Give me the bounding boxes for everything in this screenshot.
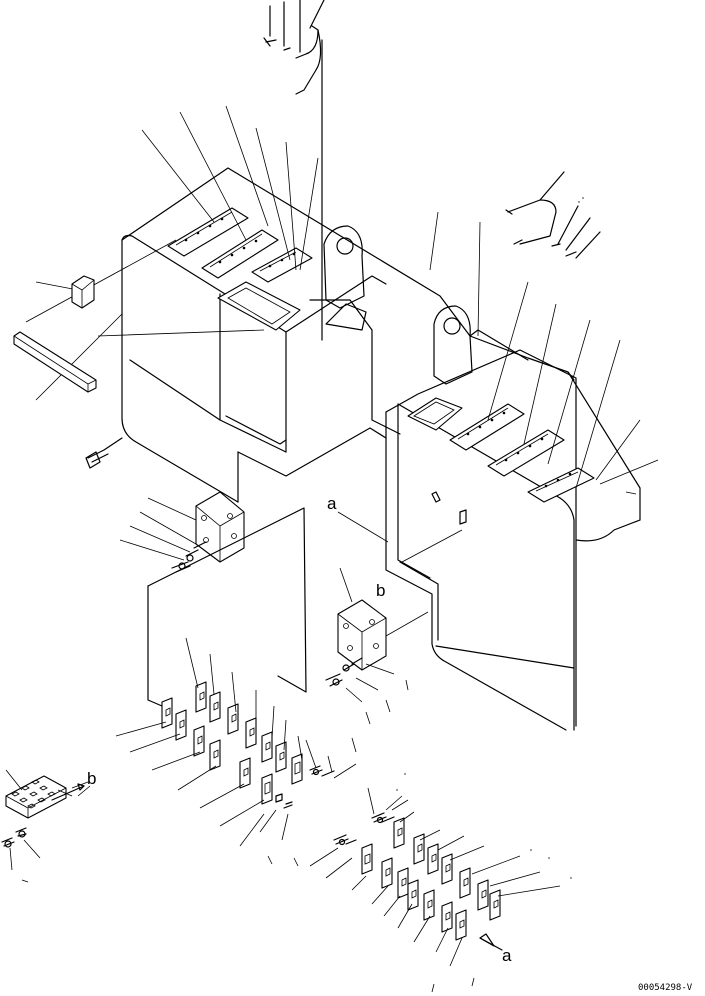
callout-b-left: b: [87, 769, 96, 788]
loose-parts-left: [13, 275, 123, 469]
clip-brackets-right: [309, 773, 572, 993]
counterweight-body: [121, 167, 641, 731]
top-hardware: [263, 0, 601, 341]
drawing-code: 00054298-V: [638, 983, 693, 993]
callout-b-mid: b: [376, 581, 385, 600]
callout-a-upper: a: [327, 494, 337, 513]
callout-a-lower: a: [502, 946, 512, 965]
detail-outline: [147, 507, 307, 707]
clip-brackets-left: [115, 637, 357, 867]
upper-leader-lines: [25, 105, 659, 495]
step-tray: [1, 769, 91, 883]
anti-slip-pads: [167, 207, 595, 503]
side-plates: [119, 491, 467, 725]
callout-arrows: [51, 783, 503, 951]
